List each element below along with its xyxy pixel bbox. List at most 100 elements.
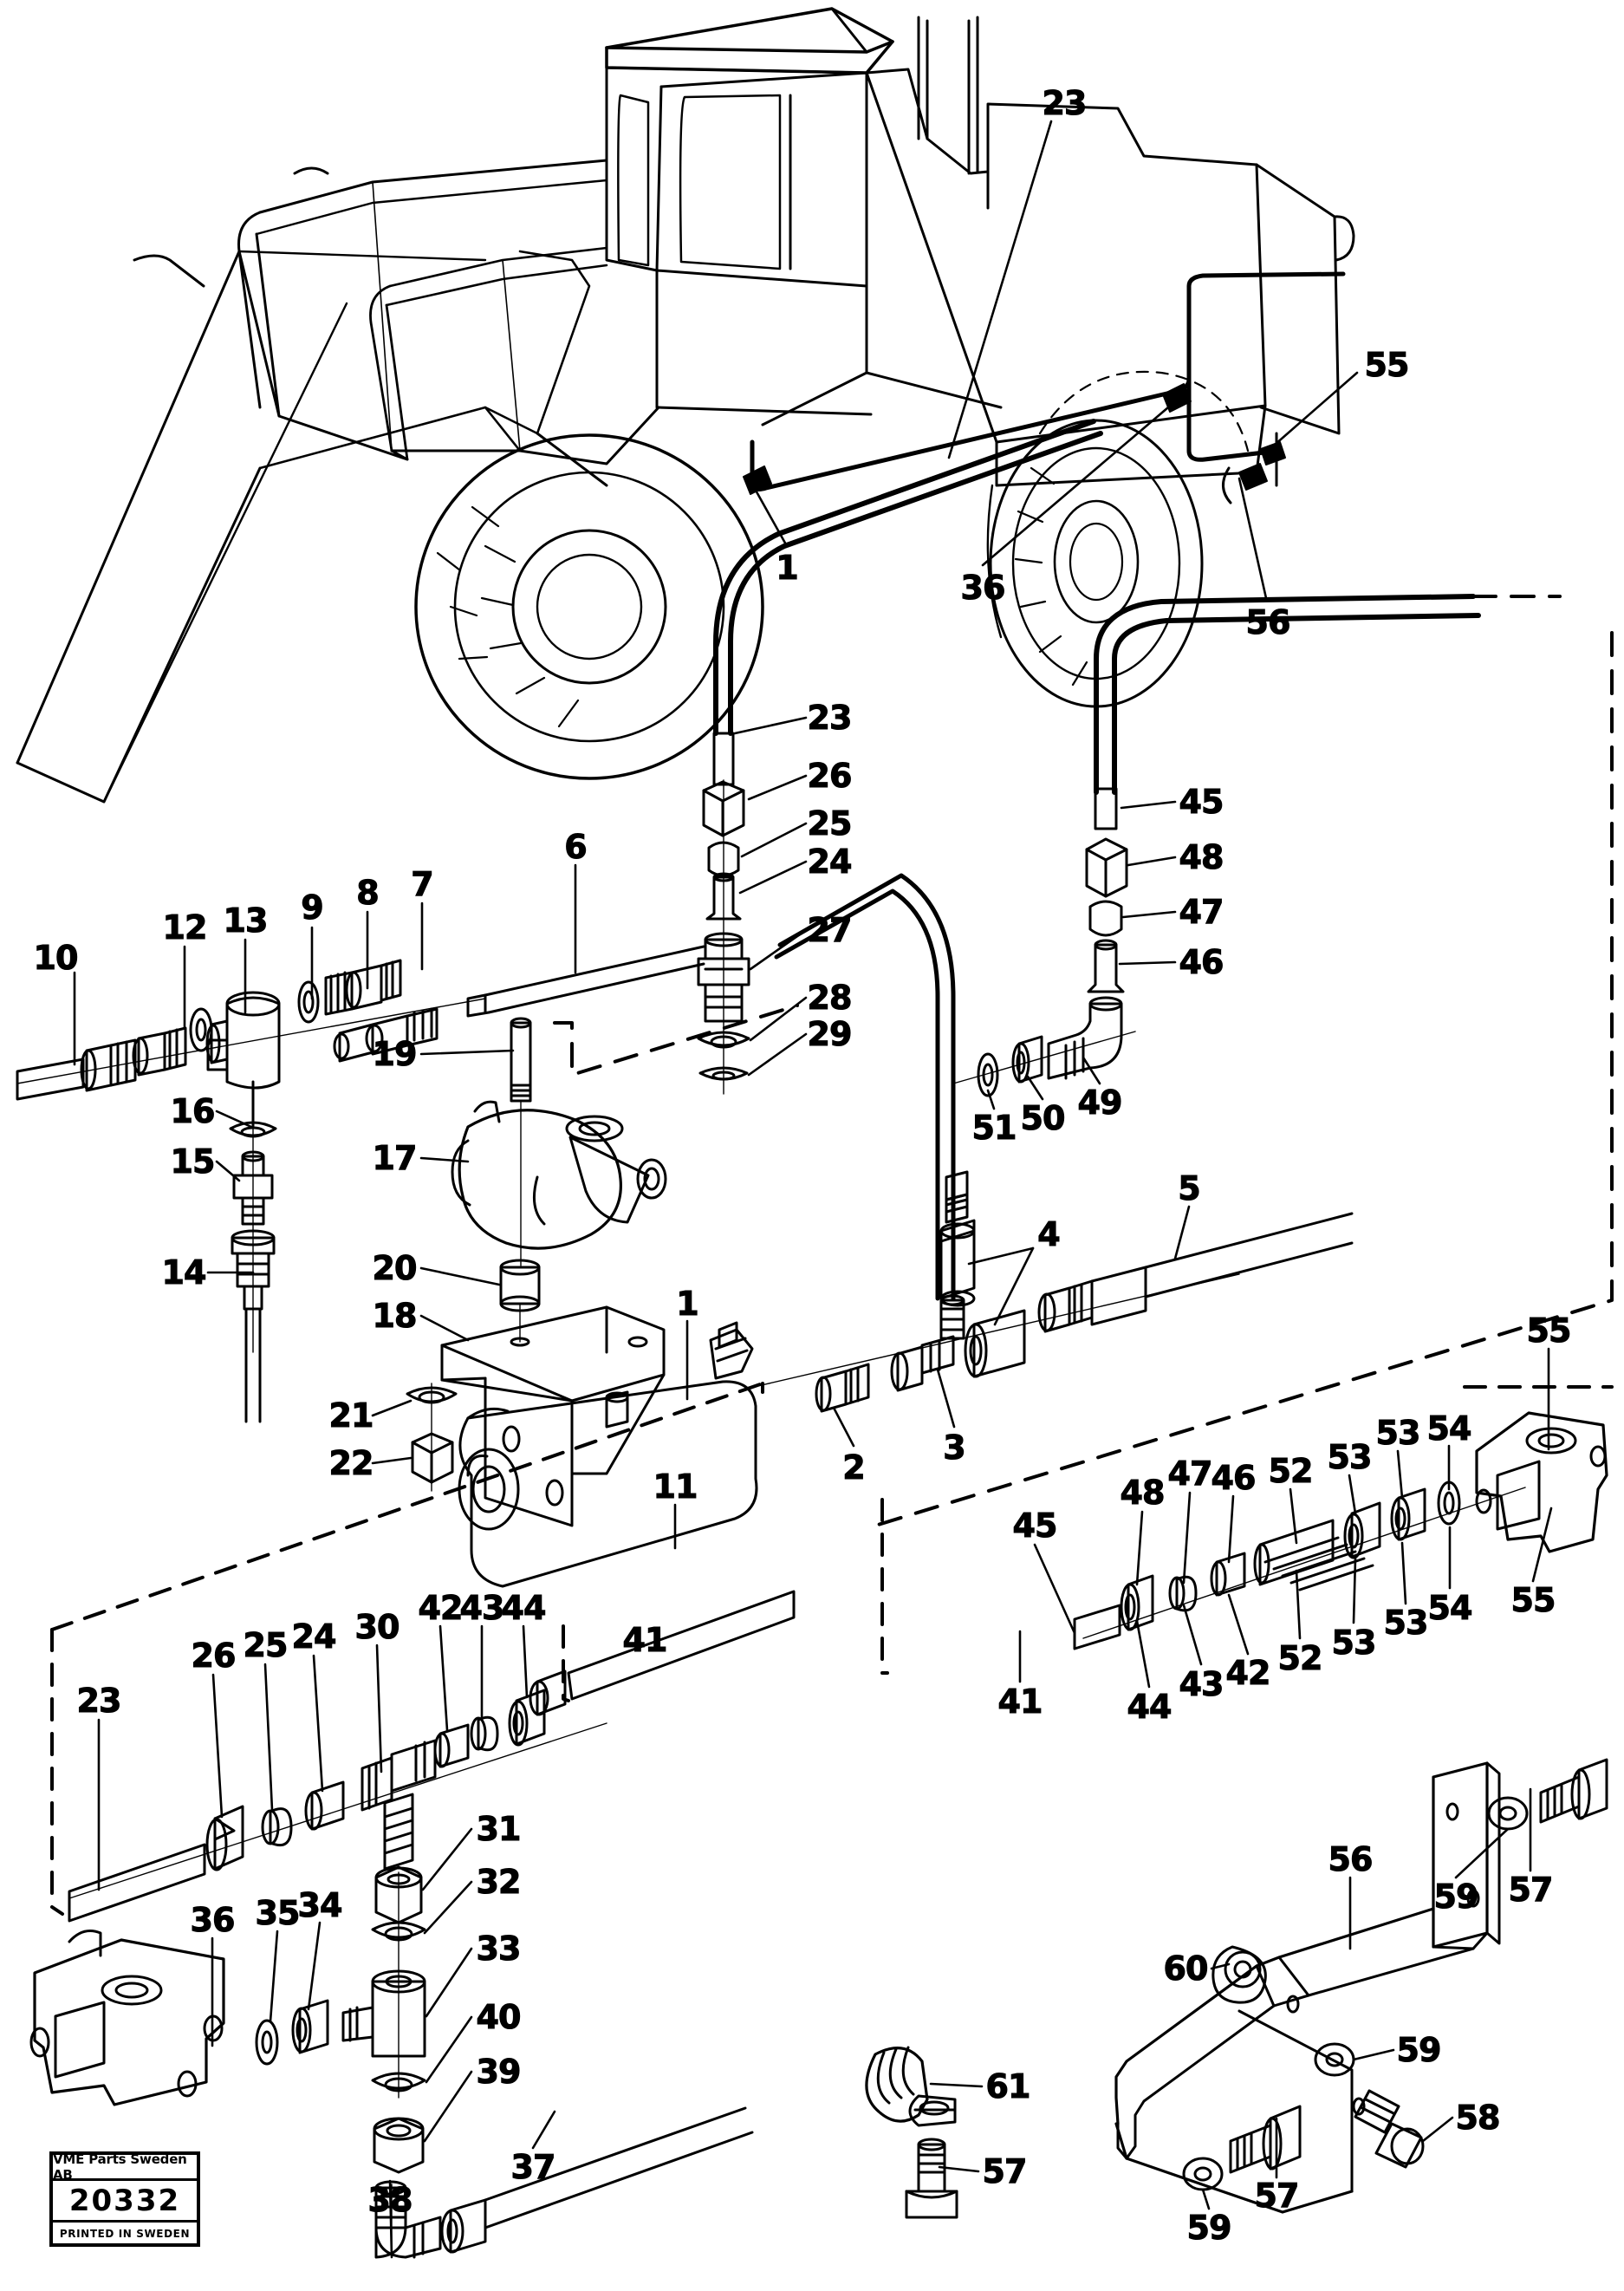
machine-illustration — [16, 7, 1355, 804]
callout-number: 26 — [807, 757, 853, 795]
callout-number: 48 — [1179, 838, 1224, 876]
callout-number: 12 — [162, 908, 208, 947]
callout-number: 24 — [807, 843, 853, 881]
callout-number: 55 — [1364, 346, 1410, 384]
callout-number: 55 — [1510, 1581, 1556, 1619]
callout-number: 39 — [476, 2053, 522, 2091]
callout-number: 42 — [418, 1589, 464, 1627]
callout-number: 57 — [1508, 1871, 1554, 1909]
callout-number: 52 — [1268, 1452, 1314, 1490]
callout-number: 5 — [1178, 1169, 1202, 1207]
callout-number: 38 — [367, 2181, 413, 2219]
dashed-region-lower-right — [880, 1385, 1614, 1675]
callout-number: 37 — [510, 2148, 556, 2186]
callout-number: 17 — [372, 1139, 418, 1177]
callout-number: 8 — [356, 874, 380, 912]
callout-number: 60 — [1163, 1949, 1209, 1988]
callout-number: 47 — [1179, 893, 1224, 931]
rod-item-6 — [333, 945, 705, 1063]
callout-number: 57 — [982, 2152, 1028, 2190]
master-cylinder-group — [458, 1170, 1354, 1588]
callout-number: 54 — [1427, 1589, 1473, 1627]
callout-number: 30 — [354, 1608, 400, 1646]
callout-number: 43 — [1179, 1665, 1224, 1703]
title-block: VME Parts Sweden AB 20332 PRINTED IN SWE… — [49, 2151, 200, 2247]
clamp-markers — [743, 383, 1286, 495]
callout-number: 59 — [1186, 2209, 1232, 2247]
callout-number: 33 — [476, 1930, 522, 1968]
callout-number: 28 — [807, 979, 853, 1017]
mount-bracket-group — [1114, 1758, 1608, 2214]
callout-number: 3 — [943, 1429, 967, 1467]
callout-number: 58 — [1455, 2099, 1501, 2137]
title-block-company: VME Parts Sweden AB — [53, 2151, 197, 2183]
callout-number: 48 — [1120, 1474, 1166, 1512]
leader-lines-machine — [752, 120, 1359, 600]
callout-number: 23 — [1042, 84, 1088, 122]
callout-number: 43 — [459, 1589, 505, 1627]
dashed-region-bottom-left2 — [562, 1624, 570, 1702]
callout-number: 1 — [776, 549, 800, 587]
callout-number: 27 — [807, 911, 853, 949]
callout-number: 20 — [372, 1249, 418, 1287]
callout-number: 1 — [676, 1285, 700, 1323]
callout-number: 16 — [170, 1092, 216, 1130]
callout-number: 24 — [291, 1617, 337, 1656]
callout-number: 25 — [807, 804, 853, 843]
left-vertical-fittings — [229, 1121, 277, 1423]
callout-number: 61 — [985, 2067, 1031, 2106]
callout-number: 25 — [243, 1626, 289, 1664]
callout-number: 59 — [1396, 2031, 1442, 2069]
callout-number: 15 — [170, 1142, 216, 1181]
callout-number: 56 — [1245, 603, 1291, 641]
callout-number: 49 — [1077, 1084, 1123, 1122]
left-hose-assembly — [16, 959, 486, 1129]
callout-number: 19 — [372, 1035, 418, 1073]
callout-number: 45 — [1012, 1507, 1058, 1545]
callout-number: 46 — [1179, 943, 1224, 981]
callout-number: 6 — [564, 828, 588, 866]
callout-number: 53 — [1331, 1624, 1377, 1662]
callout-number: 53 — [1375, 1414, 1421, 1452]
callout-number: 59 — [1433, 1878, 1479, 1916]
callout-number: 55 — [1526, 1311, 1572, 1350]
callout-number: 18 — [372, 1297, 418, 1335]
callout-number: 26 — [191, 1637, 237, 1675]
callout-number: 7 — [411, 865, 435, 903]
tube-41-left — [529, 1590, 796, 1716]
callout-number: 23 — [807, 699, 853, 737]
callout-number: 9 — [301, 888, 325, 927]
callout-number: 31 — [476, 1810, 522, 1848]
dashed-region-mid — [553, 1004, 799, 1077]
dashed-region-bottom-left — [50, 1382, 764, 1916]
callout-number: 34 — [297, 1886, 343, 1924]
bottom-left-assembly — [29, 1689, 754, 2259]
leader-lines — [73, 716, 1553, 2259]
callout-number: 23 — [76, 1682, 122, 1720]
callout-number: 36 — [960, 569, 1006, 607]
callout-number: 21 — [328, 1396, 374, 1435]
callout-number: 47 — [1167, 1455, 1213, 1493]
dashed-region-upper — [874, 595, 1614, 1527]
callout-number: 40 — [476, 1998, 522, 2036]
callout-number: 41 — [997, 1682, 1043, 1721]
callout-number: 53 — [1383, 1604, 1429, 1642]
right-elbow-stack — [774, 594, 1481, 1301]
callout-number: 44 — [1127, 1688, 1173, 1726]
callout-number: 14 — [161, 1253, 207, 1292]
machine-brake-line — [750, 271, 1346, 491]
title-block-plate-number: 20332 — [53, 2181, 197, 2223]
callout-number: 57 — [1254, 2177, 1300, 2215]
title-block-print-note: PRINTED IN SWEDEN — [59, 2227, 191, 2240]
callout-number: 54 — [1426, 1409, 1472, 1448]
callout-number: 41 — [622, 1621, 668, 1659]
callout-number: 50 — [1020, 1099, 1066, 1137]
callout-number: 11 — [653, 1468, 698, 1506]
callout-number: 51 — [971, 1109, 1017, 1147]
center-fitting-stack — [697, 419, 1103, 1095]
callout-number: 52 — [1277, 1639, 1323, 1677]
callout-number: 42 — [1225, 1654, 1271, 1692]
clamp-group — [865, 2046, 958, 2219]
